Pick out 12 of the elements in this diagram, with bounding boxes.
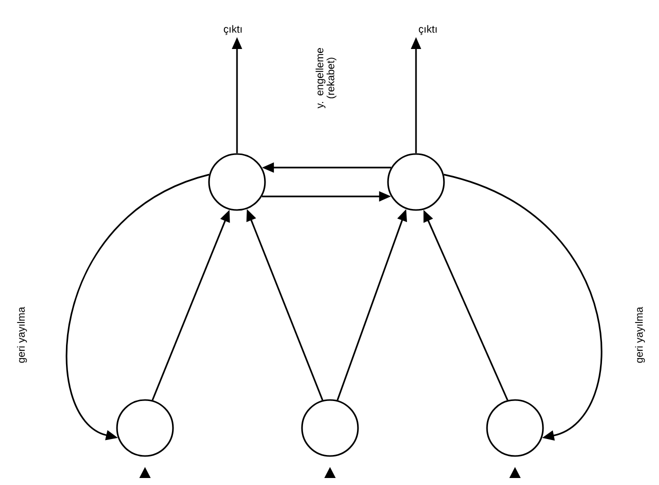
neuron-circle xyxy=(208,153,266,211)
curved-arrow xyxy=(444,174,602,441)
note-label: y. engelleme (rekabet) xyxy=(316,48,336,108)
output-label: çıktı xyxy=(418,25,437,35)
edge-label: geri yayılma xyxy=(634,306,646,364)
curved-arrow xyxy=(66,174,210,440)
neuron-circle xyxy=(116,399,174,457)
edge-label: geri yayılma xyxy=(16,306,28,364)
neuron-circle xyxy=(387,153,445,211)
output-label: çıktı xyxy=(224,25,242,35)
neuron-circle xyxy=(301,399,359,457)
neuron-circle xyxy=(486,399,544,457)
